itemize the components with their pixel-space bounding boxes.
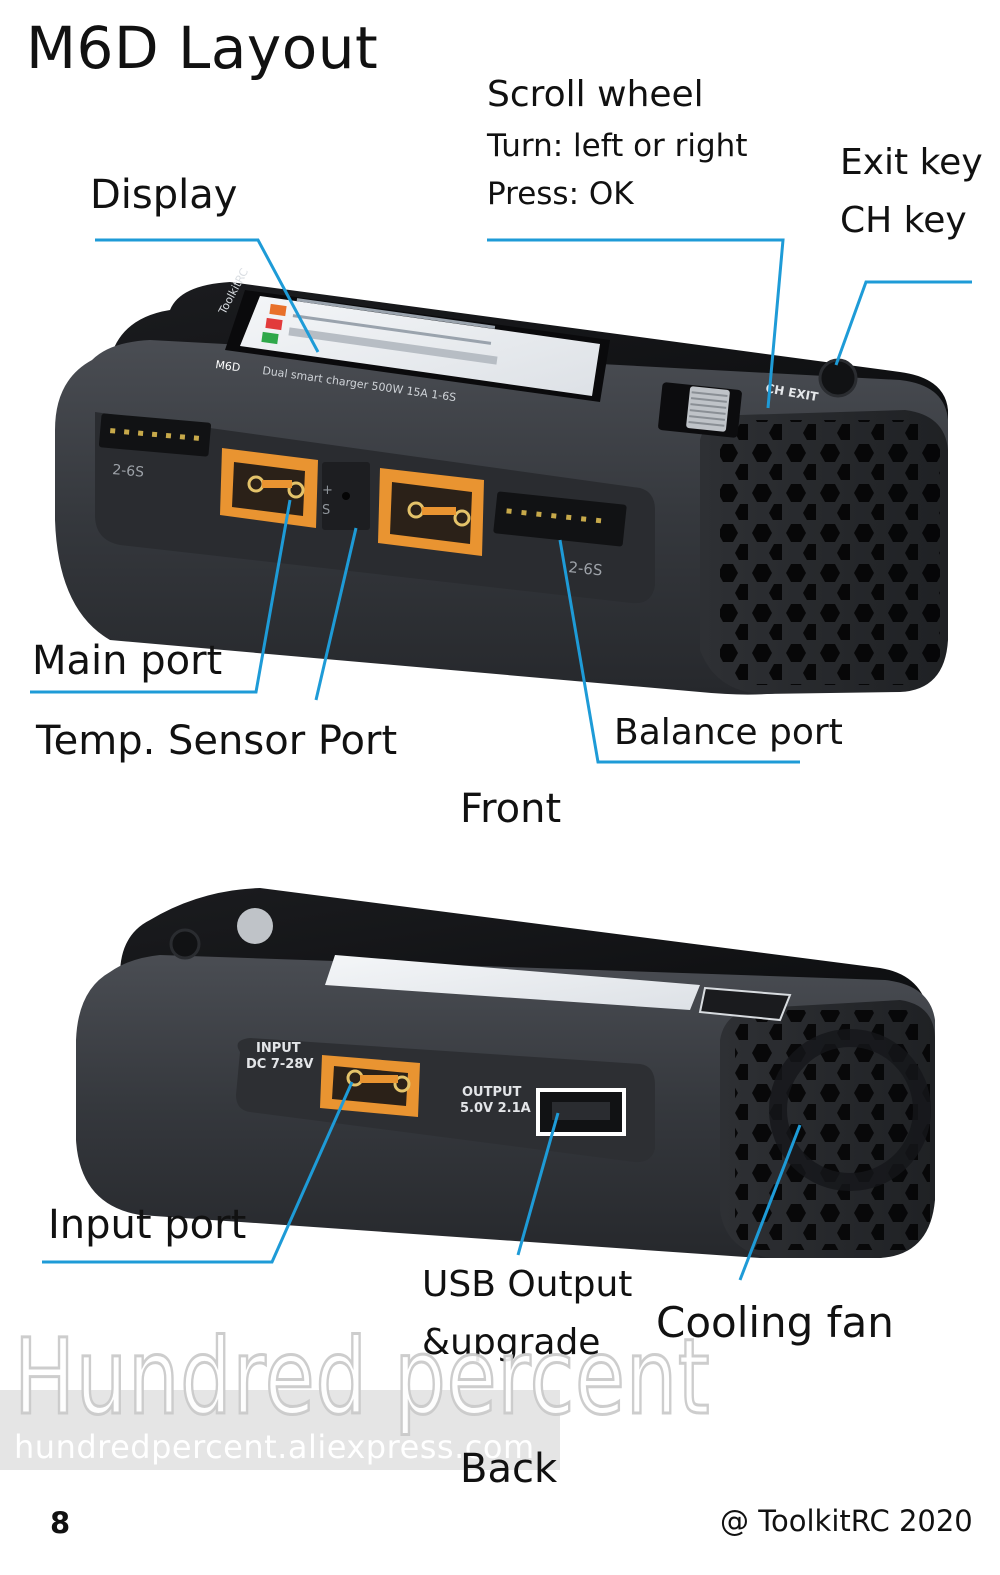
- balance-connector-right: [493, 491, 627, 547]
- main-port-left-socket: [232, 462, 305, 516]
- back-callout-lines: [42, 1081, 802, 1281]
- main-port-callout-line: [30, 499, 292, 694]
- back-display-screen: [325, 955, 700, 1010]
- front-device: M6D Dual smart charger 500W 15A 1-6S Too…: [55, 266, 948, 695]
- scroll-wheel[interactable]: [686, 386, 730, 432]
- scroll-wheel-turn-label: Turn: left or right: [487, 128, 748, 164]
- cooling-fan-callout-line: [738, 1124, 802, 1281]
- watermark-band: [0, 1390, 560, 1470]
- exit-key-label: Exit key: [840, 142, 983, 183]
- usb-output-label-line2: &upgrade: [422, 1322, 601, 1363]
- front-vent-grille: [720, 420, 940, 685]
- output-marking-line2: 5.0V 2.1A: [460, 1101, 531, 1116]
- back-section-label: Back: [460, 1446, 558, 1492]
- scroll-wheel-callout-line: [487, 238, 785, 409]
- balance-left-marking: 2-6S: [112, 462, 145, 481]
- cooling-fan: [769, 1029, 931, 1191]
- display-label: Display: [90, 172, 238, 218]
- back-brand-badge: [698, 986, 792, 1022]
- ch-exit-button[interactable]: [818, 358, 858, 398]
- display-callout-line: [95, 238, 320, 353]
- temp-sensor-port-label: Temp. Sensor Port: [36, 718, 398, 764]
- copyright: @ ToolkitRC 2020: [720, 1504, 973, 1538]
- watermark-brand: Hundred percent: [13, 1315, 711, 1440]
- temp-sensor-callout-line: [314, 527, 358, 701]
- page-number: 8: [50, 1506, 71, 1540]
- input-marking-line1: INPUT: [256, 1041, 301, 1056]
- scroll-wheel-label: Scroll wheel: [487, 74, 704, 115]
- output-marking-line1: OUTPUT: [462, 1085, 522, 1100]
- sensor-plus-marking: +: [322, 483, 333, 498]
- front-callout-lines: [30, 238, 972, 764]
- cooling-fan-label: Cooling fan: [656, 1298, 894, 1347]
- back-scroll-wheel: [237, 908, 273, 944]
- exit-ch-callout-line: [834, 280, 972, 366]
- display-icon-1: [269, 303, 287, 317]
- sensor-s-marking: S: [322, 503, 330, 518]
- back-device: INPUT DC 7-28V OUTPUT 5.0V 2.1A: [76, 888, 935, 1258]
- balance-port-label: Balance port: [614, 712, 843, 753]
- input-port-label: Input port: [48, 1202, 247, 1248]
- back-ch-exit-button: [169, 928, 201, 960]
- display-row-2: [292, 314, 492, 345]
- ch-key-label: CH key: [840, 200, 967, 241]
- input-port-callout-line: [42, 1081, 354, 1264]
- front-section-label: Front: [460, 786, 562, 832]
- model-badge: M6D: [215, 358, 242, 374]
- usb-output-label-line1: USB Output: [422, 1264, 633, 1305]
- balance-right-marking: 2-6S: [568, 558, 604, 579]
- main-port-label: Main port: [32, 638, 223, 684]
- display-row-3: [288, 327, 498, 365]
- scroll-wheel-press-label: Press: OK: [487, 176, 634, 212]
- page-title: M6D Layout: [26, 14, 379, 82]
- usb-output-callout-line: [516, 1112, 560, 1256]
- display-row-1: [296, 298, 496, 329]
- input-marking-line2: DC 7-28V: [246, 1057, 313, 1072]
- display-icon-2: [265, 317, 283, 331]
- balance-port-callout-line: [558, 539, 800, 764]
- watermark-url: hundredpercent.aliexpress.com: [14, 1428, 535, 1466]
- display-icon-3: [261, 331, 279, 345]
